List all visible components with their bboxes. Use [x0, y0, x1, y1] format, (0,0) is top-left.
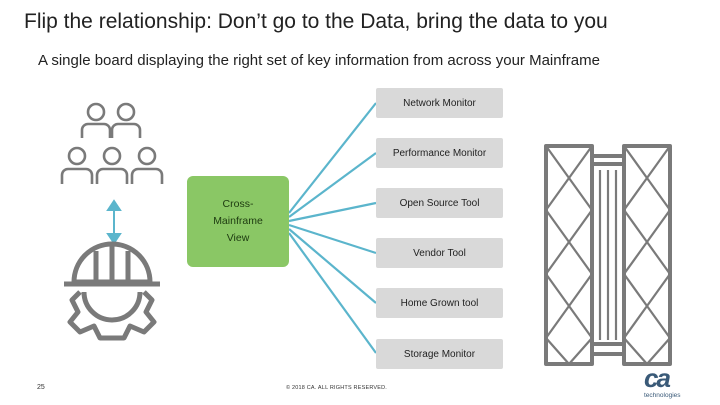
open-source-tool-label: Open Source Tool: [399, 197, 480, 209]
home-grown-tool-box: Home Grown tool: [376, 288, 503, 318]
vendor-tool-box: Vendor Tool: [376, 238, 503, 268]
mainframe-server-icon: [544, 144, 672, 366]
page-number: 25: [37, 384, 45, 391]
logo-text: technologies: [644, 392, 681, 399]
people-group-icon: [60, 102, 164, 184]
connector-vendor-tool: [288, 223, 377, 255]
connector-network-monitor: [288, 102, 377, 214]
vendor-tool-label: Vendor Tool: [413, 247, 466, 259]
network-monitor-box: Network Monitor: [376, 88, 503, 118]
connector-lines: [288, 102, 377, 354]
network-monitor-label: Network Monitor: [403, 97, 476, 109]
storage-monitor-label: Storage Monitor: [403, 348, 476, 360]
double-arrow-icon: [106, 199, 122, 245]
connector-storage-monitor: [288, 232, 377, 354]
logo-mark: ca: [644, 363, 671, 393]
open-source-tool-box: Open Source Tool: [376, 188, 503, 218]
engineer-gear-icon: [64, 241, 160, 341]
cross-mainframe-view-label: Cross-Mainframe View: [213, 198, 263, 244]
slide-title: Flip the relationship: Don’t go to the D…: [24, 10, 608, 33]
company-logo: ca technologies: [644, 363, 692, 402]
slide-subtitle: A single board displaying the right set …: [38, 52, 600, 69]
performance-monitor-label: Performance Monitor: [392, 147, 487, 159]
home-grown-tool-label: Home Grown tool: [400, 297, 479, 309]
performance-monitor-box: Performance Monitor: [376, 138, 503, 168]
cross-mainframe-view-node: Cross-Mainframe View: [187, 176, 289, 267]
connector-open-source-tool: [288, 201, 377, 223]
copyright-notice: © 2018 CA. ALL RIGHTS RESERVED.: [286, 385, 388, 391]
connector-home-grown-tool: [288, 228, 377, 304]
connector-performance-monitor: [288, 152, 377, 218]
storage-monitor-box: Storage Monitor: [376, 339, 503, 369]
